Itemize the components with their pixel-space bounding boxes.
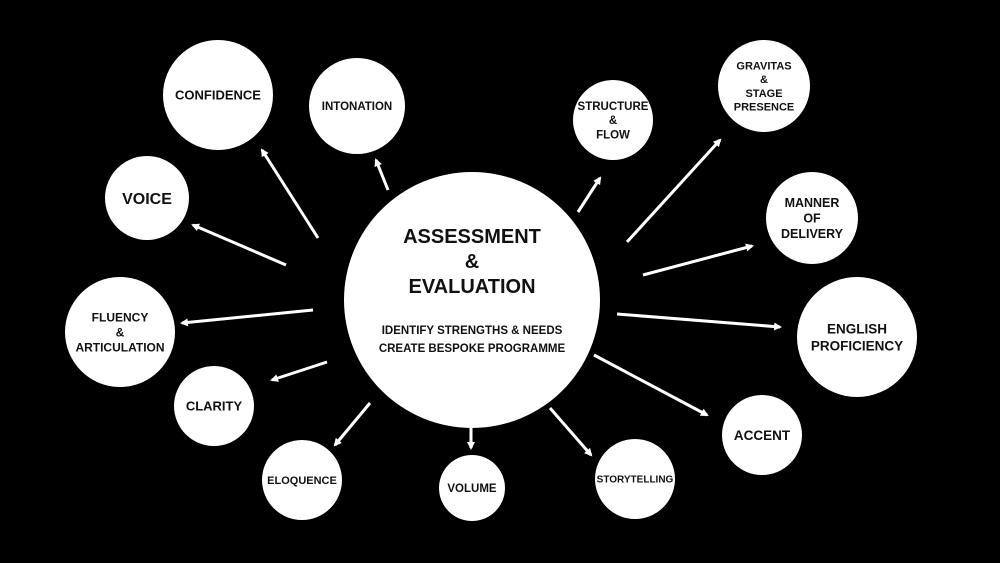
arrow-to-accent bbox=[593, 353, 709, 417]
fluency-label: & bbox=[116, 325, 125, 339]
arrow-to-intonation bbox=[374, 158, 390, 191]
manner-label: DELIVERY bbox=[781, 227, 844, 241]
english-circle bbox=[797, 277, 917, 397]
gravitas-circle bbox=[718, 40, 810, 132]
center-subtitle: CREATE BESPOKE PROGRAMME bbox=[379, 343, 566, 355]
structure-label: FLOW bbox=[596, 130, 630, 142]
node-eloquence: ELOQUENCE bbox=[262, 440, 342, 520]
fluency-label: FLUENCY bbox=[92, 310, 149, 324]
volume-label: VOLUME bbox=[447, 483, 497, 495]
clarity-label: CLARITY bbox=[186, 399, 243, 414]
node-structure: STRUCTURE & FLOW bbox=[573, 80, 653, 160]
arrow-to-confidence bbox=[260, 148, 320, 239]
eloquence-circle bbox=[262, 440, 342, 520]
center-title: ASSESSMENT bbox=[403, 226, 541, 248]
manner-label: OF bbox=[803, 212, 821, 226]
voice-circle bbox=[105, 156, 189, 240]
confidence-circle bbox=[163, 40, 273, 150]
arrow-to-voice bbox=[191, 223, 287, 267]
gravitas-label: GRAVITAS bbox=[736, 60, 791, 72]
arrow-to-english bbox=[616, 312, 782, 331]
volume-circle bbox=[439, 455, 505, 521]
fluency-circle bbox=[65, 277, 175, 387]
confidence-label: CONFIDENCE bbox=[175, 88, 261, 103]
arrow-to-gravitas bbox=[625, 138, 722, 244]
english-label: ENGLISH bbox=[827, 321, 887, 336]
arrow-to-storytelling bbox=[548, 407, 593, 457]
voice-label: VOICE bbox=[122, 191, 172, 208]
fluency-label: ARTICULATION bbox=[75, 340, 164, 354]
node-accent: ACCENT bbox=[722, 395, 802, 475]
gravitas-label: PRESENCE bbox=[734, 102, 795, 114]
center-title: & bbox=[465, 251, 479, 273]
center-subtitle: IDENTIFY STRENGTHS & NEEDS bbox=[382, 325, 563, 337]
clarity-circle bbox=[174, 366, 254, 446]
arrow-to-clarity bbox=[270, 360, 328, 382]
node-storytelling: STORYTELLING bbox=[595, 439, 675, 519]
accent-circle bbox=[722, 395, 802, 475]
arrow-to-manner bbox=[642, 243, 754, 277]
storytelling-label: STORYTELLING bbox=[597, 475, 674, 486]
accent-label: ACCENT bbox=[734, 428, 791, 443]
arrow-to-structure bbox=[576, 176, 602, 213]
arrow-to-eloquence bbox=[333, 402, 372, 447]
center-circle bbox=[344, 172, 600, 428]
center-title: EVALUATION bbox=[408, 276, 535, 298]
storytelling-circle bbox=[595, 439, 675, 519]
intonation-circle bbox=[309, 58, 405, 154]
node-gravitas: GRAVITAS & STAGE PRESENCE bbox=[718, 40, 810, 132]
node-voice: VOICE bbox=[105, 156, 189, 240]
gravitas-label: STAGE bbox=[745, 88, 782, 100]
gravitas-label: & bbox=[760, 74, 768, 86]
manner-circle bbox=[766, 172, 858, 264]
node-volume: VOLUME bbox=[439, 455, 505, 521]
node-clarity: CLARITY bbox=[174, 366, 254, 446]
english-label: PROFICIENCY bbox=[811, 338, 903, 353]
arrow-to-fluency bbox=[180, 308, 314, 327]
manner-label: MANNER bbox=[785, 196, 840, 210]
node-confidence: CONFIDENCE bbox=[163, 40, 273, 150]
intonation-label: INTONATION bbox=[322, 101, 393, 113]
node-fluency: FLUENCY&ARTICULATION bbox=[65, 277, 175, 387]
node-intonation: INTONATION bbox=[309, 58, 405, 154]
structure-label: & bbox=[609, 115, 617, 127]
structure-label: STRUCTURE bbox=[578, 101, 649, 113]
eloquence-label: ELOQUENCE bbox=[267, 475, 337, 487]
node-english: ENGLISH PROFICIENCY bbox=[797, 277, 917, 397]
structure-circle bbox=[573, 80, 653, 160]
